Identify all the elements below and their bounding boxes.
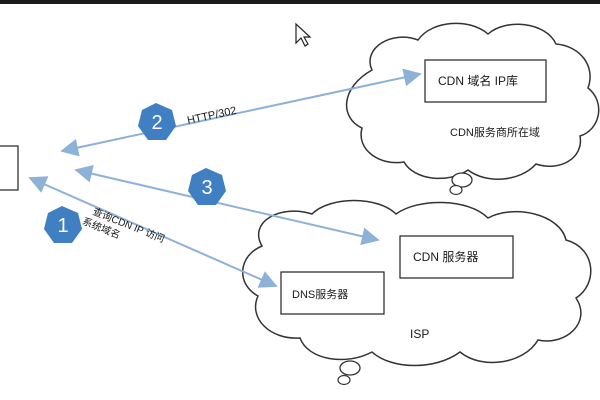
step-2-badge: 2 bbox=[138, 103, 176, 140]
step-1-number: 1 bbox=[57, 215, 68, 237]
step-3-number: 3 bbox=[201, 177, 212, 199]
arrow-http-302 bbox=[60, 68, 422, 157]
client-box bbox=[0, 145, 19, 191]
dns-server-box bbox=[280, 271, 385, 315]
step-1-label-group: 查询CDN IP 访问 系统域名 bbox=[80, 205, 166, 246]
step-3-badge: 3 bbox=[188, 168, 226, 205]
cdn-server-label: CDN 服务器 bbox=[413, 249, 478, 264]
cdn-provider-label: CDN服务商所在域 bbox=[450, 125, 540, 139]
top-dark-bar bbox=[0, 0, 600, 4]
dns-server-label: DNS服务器 bbox=[292, 288, 348, 301]
cdn-provider-cloud bbox=[346, 22, 600, 196]
step-2-label: HTTP/302 bbox=[186, 105, 238, 127]
cdn-server-box bbox=[399, 235, 514, 279]
cdn-domain-ip-db-label: CDN 域名 IP库 bbox=[438, 73, 518, 88]
isp-label: ISP bbox=[410, 327, 429, 341]
step-1-badge: 1 bbox=[44, 206, 82, 243]
cdn-domain-ip-db-box bbox=[424, 59, 547, 103]
step-2-number: 2 bbox=[151, 112, 162, 134]
mouse-cursor-icon bbox=[295, 22, 312, 47]
arrow-dns-query bbox=[28, 176, 278, 288]
